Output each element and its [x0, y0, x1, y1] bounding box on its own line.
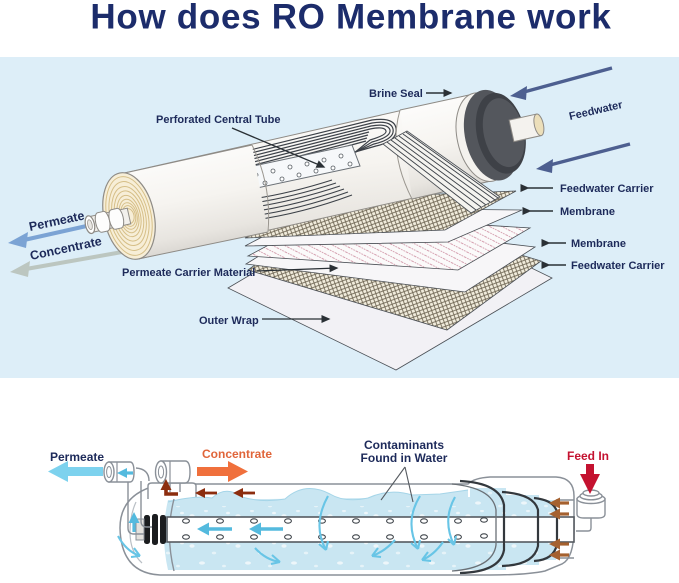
svg-text:Brine Seal: Brine Seal — [369, 88, 423, 100]
svg-text:How does RO Membrane work: How does RO Membrane work — [90, 0, 611, 37]
svg-text:Outer Wrap: Outer Wrap — [199, 315, 259, 327]
svg-text:Feedwater Carrier: Feedwater Carrier — [560, 183, 654, 195]
svg-text:Concentrate: Concentrate — [202, 447, 272, 461]
svg-text:Feed In: Feed In — [567, 449, 609, 463]
svg-text:Membrane: Membrane — [571, 238, 626, 250]
svg-text:Found in Water: Found in Water — [361, 451, 448, 465]
svg-text:Contaminants: Contaminants — [364, 438, 444, 452]
svg-text:Perforated Central Tube: Perforated Central Tube — [156, 114, 281, 126]
svg-text:Membrane: Membrane — [560, 206, 615, 218]
svg-text:Feedwater Carrier: Feedwater Carrier — [571, 260, 665, 272]
svg-text:Permeate: Permeate — [50, 450, 104, 464]
svg-text:Permeate Carrier Material: Permeate Carrier Material — [122, 267, 255, 279]
